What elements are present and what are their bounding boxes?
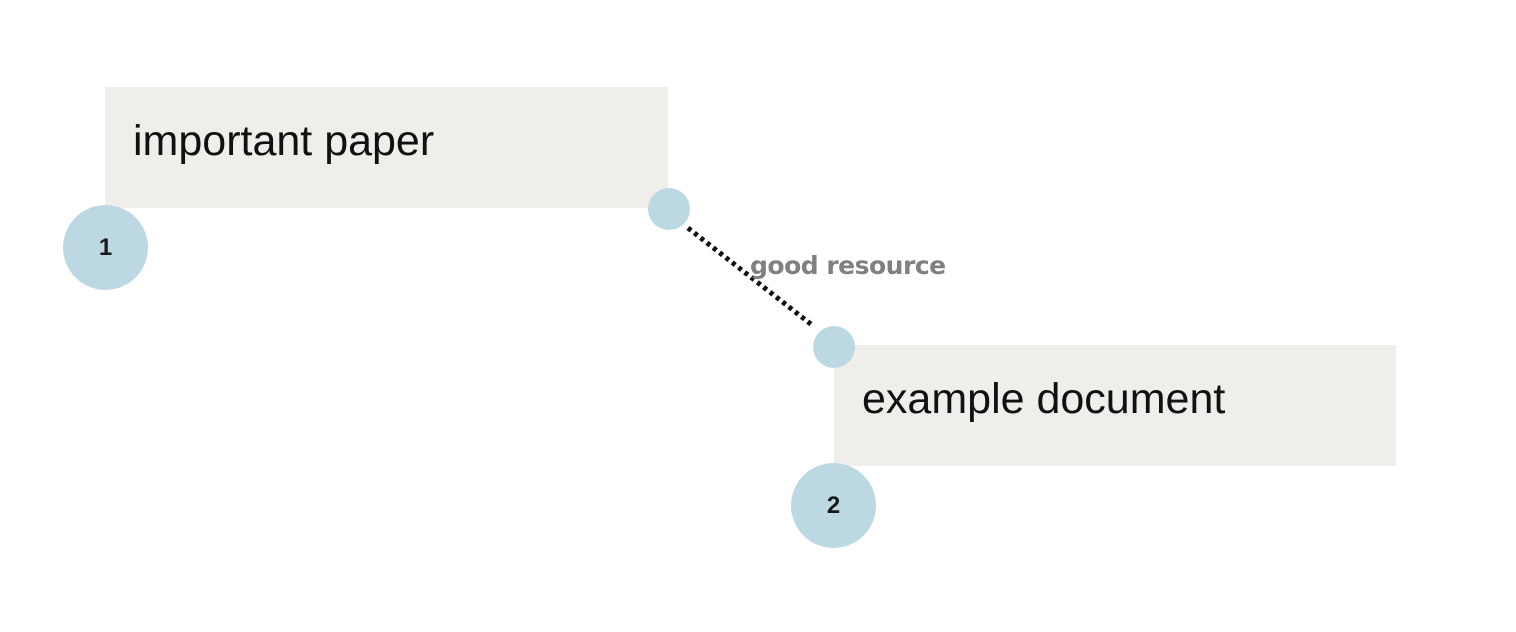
node-card-example-document[interactable]: example document: [834, 345, 1396, 466]
node-title: important paper: [133, 117, 435, 165]
edge-label[interactable]: good resource: [750, 251, 946, 280]
connector-handle-source[interactable]: [648, 188, 690, 230]
connector-handle-target[interactable]: [813, 326, 855, 368]
node-card-important-paper[interactable]: important paper: [105, 87, 668, 208]
node-number-badge[interactable]: 1: [63, 205, 148, 290]
node-number-badge[interactable]: 2: [791, 463, 876, 548]
node-title: example document: [862, 375, 1226, 423]
